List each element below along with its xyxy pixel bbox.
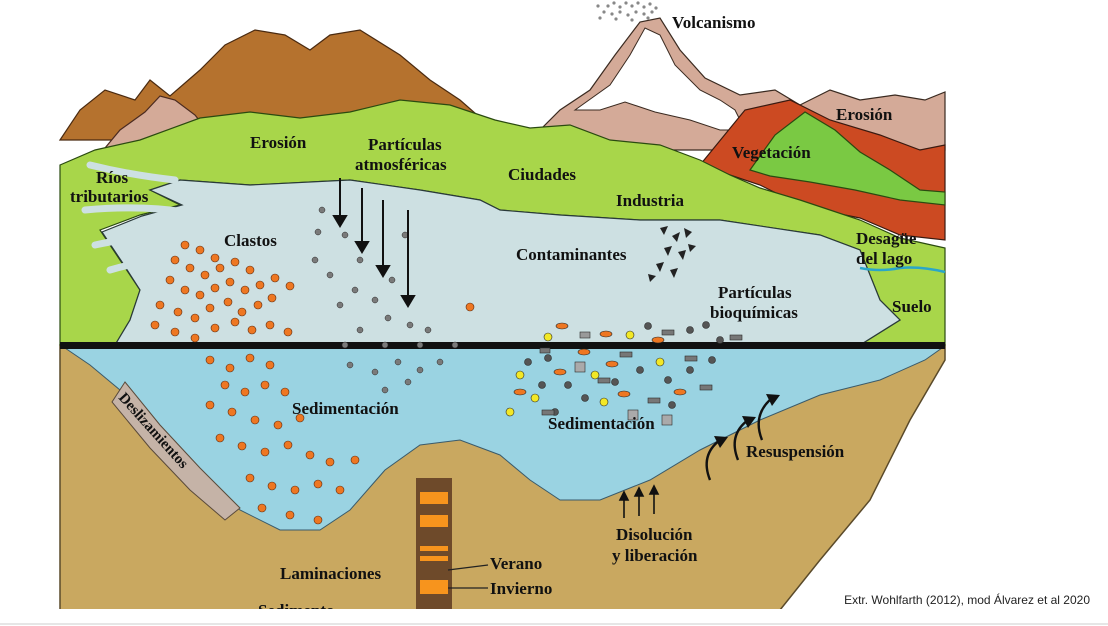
label-suelo: Suelo [892, 297, 932, 316]
label-contaminantes: Contaminantes [516, 245, 627, 264]
label-vegetacion: Vegetación [732, 143, 811, 162]
label-clastos: Clastos [224, 231, 277, 250]
label-particulas-atm-2: atmosféricas [355, 155, 447, 174]
label-ciudades: Ciudades [508, 165, 576, 184]
label-laminaciones: Laminaciones [280, 564, 381, 583]
deslizamientos-wedge [111, 381, 241, 521]
volcano-snow [573, 27, 746, 131]
atmospheric-particles [311, 206, 459, 394]
label-erosion-left: Erosión [250, 133, 307, 152]
dissolution-arrows [618, 484, 660, 518]
label-desague-2: del lago [856, 249, 912, 268]
sediment-core [416, 478, 489, 610]
label-volcanismo: Volcanismo [672, 13, 755, 32]
resuspension-arrows [705, 394, 780, 481]
volcanic-ash [596, 1, 658, 22]
label-particulas-atm-1: Partículas [368, 135, 442, 154]
label-rios-2: tributarios [70, 187, 149, 206]
lake-outflow-river [859, 266, 946, 274]
bottom-strip [0, 609, 1108, 626]
label-desague-1: Desagüe [856, 229, 917, 248]
contaminant-triangles [648, 226, 696, 282]
label-sedimentacion-left: Sedimentación [292, 399, 399, 418]
label-rios-1: Ríos [96, 168, 129, 187]
water-surface-line [60, 342, 945, 349]
label-invierno: Invierno [490, 579, 552, 598]
volcano [518, 17, 946, 151]
atmospheric-arrows [332, 178, 416, 308]
label-erosion-right: Erosión [836, 105, 893, 124]
label-disolucion-1: Disolución [616, 525, 693, 544]
credit-text: Extr. Wohlfarth (2012), mod Álvarez et a… [844, 592, 1090, 607]
label-verano: Verano [490, 554, 542, 573]
label-resuspension: Resuspensión [746, 442, 845, 461]
label-particulas-bio-1: Partículas [718, 283, 792, 302]
vegetation-green-patch [749, 111, 946, 206]
label-industria: Industria [616, 191, 685, 210]
clastos-particles [150, 240, 475, 525]
biochemical-particles [505, 321, 743, 426]
label-disolucion-2: y liberación [612, 546, 698, 565]
label-particulas-bio-2: bioquímicas [710, 303, 798, 322]
label-sedimentacion-right: Sedimentación [548, 414, 655, 433]
